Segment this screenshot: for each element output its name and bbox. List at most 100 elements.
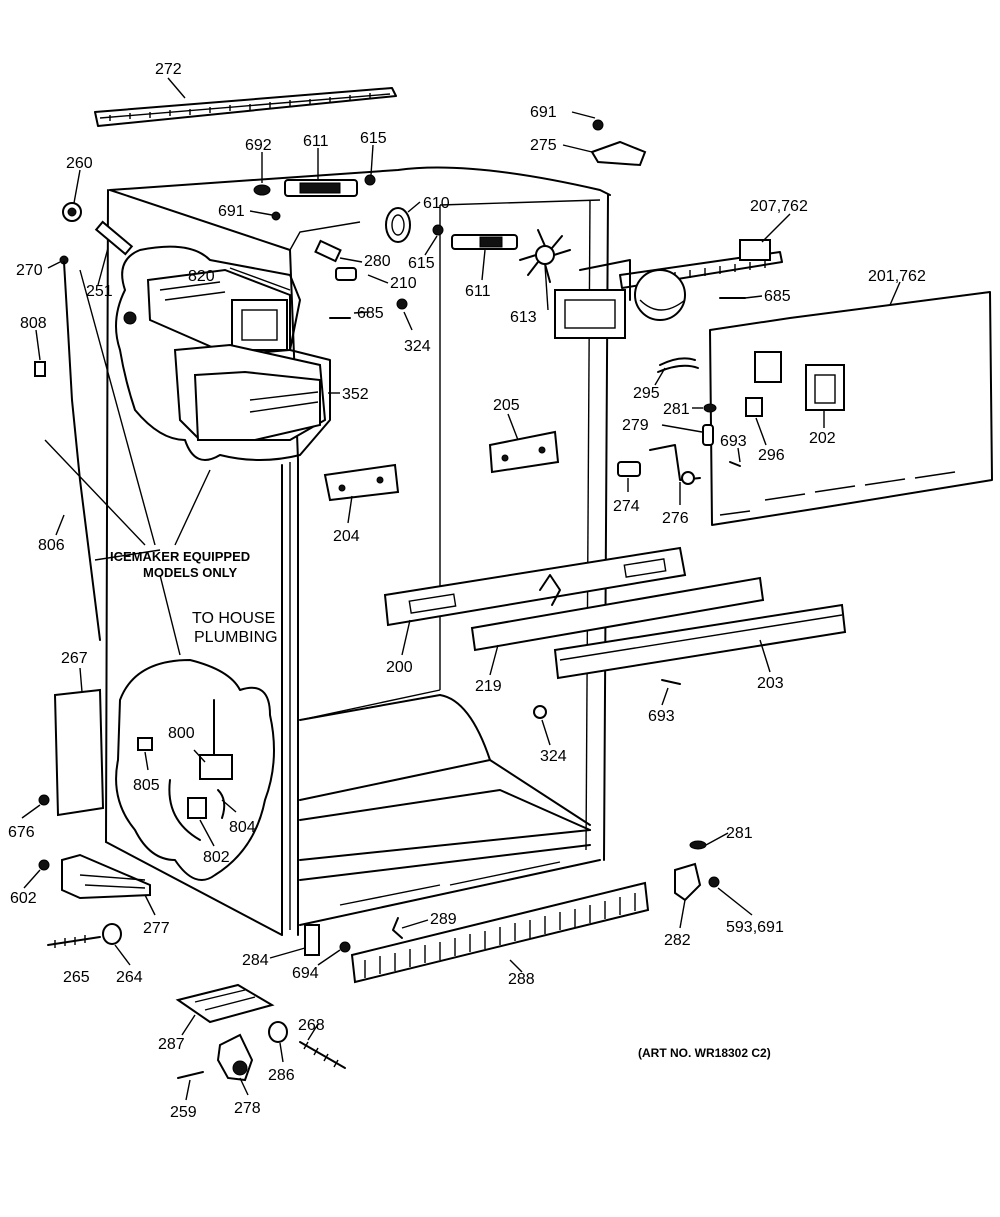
label-288: 288 <box>508 971 535 988</box>
part-694 <box>339 941 351 953</box>
part-615-top <box>364 174 376 186</box>
label-289: 289 <box>430 911 457 928</box>
part-805 <box>137 737 153 751</box>
part-611-mid <box>451 234 518 250</box>
plumbing-note-line2: PLUMBING <box>194 629 278 646</box>
part-210 <box>335 267 357 281</box>
label-691-b: 691 <box>218 203 245 220</box>
part-806-line <box>63 261 101 641</box>
label-265: 265 <box>63 969 90 986</box>
label-284: 284 <box>242 952 269 969</box>
label-295: 295 <box>633 385 660 402</box>
part-691-top <box>271 211 281 221</box>
label-282: 282 <box>664 932 691 949</box>
part-611-top <box>284 179 358 197</box>
label-277: 277 <box>143 920 170 937</box>
leader-lines <box>21 111 901 1101</box>
part-693-lower <box>661 679 681 685</box>
part-201-762-panel <box>709 291 993 526</box>
label-820: 820 <box>188 268 215 285</box>
part-labels: 272 691 275 692 611 615 260 691 610 207,… <box>8 61 926 1121</box>
label-264: 264 <box>116 969 143 986</box>
part-802 <box>168 779 207 841</box>
part-610 <box>385 207 411 243</box>
label-693-a: 693 <box>720 433 747 450</box>
label-296: 296 <box>758 447 785 464</box>
part-352-ice-bucket <box>173 343 327 441</box>
label-268: 268 <box>298 1017 325 1034</box>
part-295 <box>657 357 699 373</box>
label-276: 276 <box>662 510 689 527</box>
part-207-762 <box>619 239 783 321</box>
label-804: 804 <box>229 819 256 836</box>
label-201-762: 201,762 <box>868 268 926 285</box>
label-691-a: 691 <box>530 104 557 121</box>
label-613: 613 <box>510 309 537 326</box>
part-204 <box>323 463 400 502</box>
label-802: 802 <box>203 849 230 866</box>
label-685-a: 685 <box>764 288 791 305</box>
label-615-a: 615 <box>360 130 387 147</box>
part-267 <box>53 688 105 817</box>
part-692 <box>253 184 271 196</box>
label-279: 279 <box>622 417 649 434</box>
part-804 <box>217 789 226 819</box>
part-282 <box>674 862 702 902</box>
part-693-upper <box>729 461 741 467</box>
label-352: 352 <box>342 386 369 403</box>
part-280 <box>314 239 342 263</box>
part-260 <box>62 202 82 222</box>
part-219 <box>470 576 765 652</box>
label-202: 202 <box>809 430 836 447</box>
part-324-lower <box>533 705 547 719</box>
part-676 <box>38 794 50 806</box>
part-268 <box>299 1041 346 1069</box>
icemaker-note-arrows <box>44 269 211 656</box>
label-203: 203 <box>757 675 784 692</box>
label-270: 270 <box>16 262 43 279</box>
part-593-691 <box>708 876 720 888</box>
part-203 <box>553 603 847 680</box>
part-279 <box>702 424 714 446</box>
label-251: 251 <box>86 283 113 300</box>
part-691-screw <box>592 119 604 131</box>
label-805: 805 <box>133 777 160 794</box>
part-602 <box>38 859 50 871</box>
part-281-lower <box>689 840 707 850</box>
label-280: 280 <box>364 253 391 270</box>
label-207-762: 207,762 <box>750 198 808 215</box>
art-number: (ART NO. WR18302 C2) <box>638 1046 771 1060</box>
label-324-a: 324 <box>404 338 431 355</box>
icemaker-note-line1: ICEMAKER EQUIPPED <box>110 549 250 564</box>
part-613-fan <box>519 229 571 283</box>
part-286 <box>268 1021 288 1043</box>
label-281-a: 281 <box>663 401 690 418</box>
part-289 <box>392 917 403 939</box>
label-287: 287 <box>158 1036 185 1053</box>
label-610: 610 <box>423 195 450 212</box>
label-685-b: 685 <box>357 305 384 322</box>
plumbing-note-line1: TO HOUSE <box>192 610 275 627</box>
label-274: 274 <box>613 498 640 515</box>
label-200: 200 <box>386 659 413 676</box>
label-281-b: 281 <box>726 825 753 842</box>
part-324-top <box>396 298 408 310</box>
part-278 <box>216 1033 254 1082</box>
label-210: 210 <box>390 275 417 292</box>
part-615-mid <box>432 224 444 236</box>
label-602: 602 <box>10 890 37 907</box>
part-284 <box>304 924 320 956</box>
part-265 <box>47 935 101 948</box>
part-275 <box>590 140 647 167</box>
label-205: 205 <box>493 397 520 414</box>
part-808 <box>34 361 46 377</box>
label-275: 275 <box>530 137 557 154</box>
part-274 <box>617 461 641 477</box>
part-287 <box>175 983 275 1024</box>
label-272: 272 <box>155 61 182 78</box>
icemaker-detail-outline <box>115 245 331 461</box>
label-593-691: 593,691 <box>726 919 784 936</box>
label-615-b: 615 <box>408 255 435 272</box>
